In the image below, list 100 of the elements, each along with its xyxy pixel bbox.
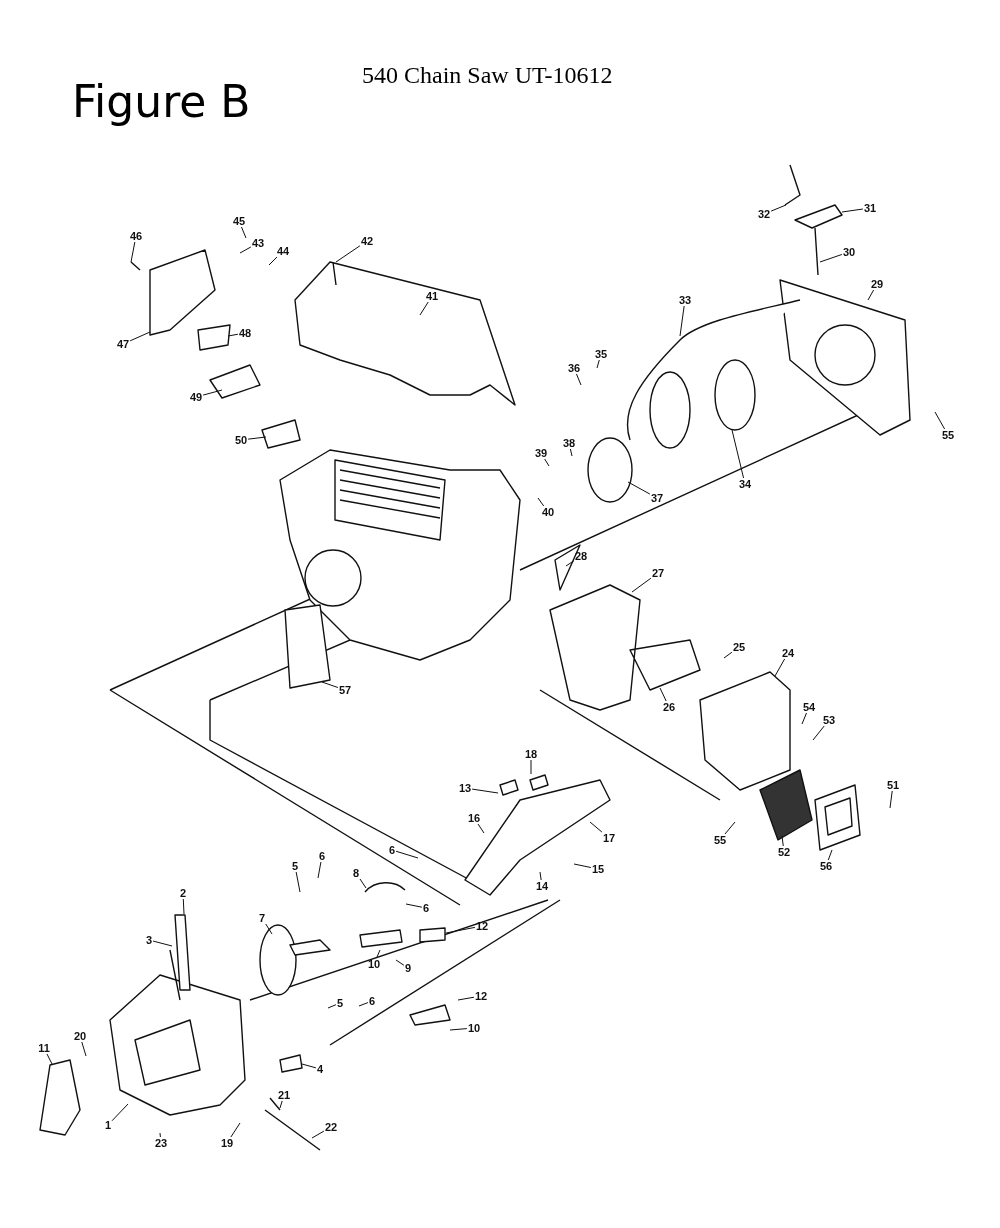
callout-number: 55 (712, 834, 728, 846)
leader-line (724, 821, 736, 835)
callout-number: 23 (153, 1137, 169, 1149)
leader-line (265, 923, 273, 935)
callout-number: 47 (115, 338, 131, 350)
leader-line (202, 389, 223, 396)
leader-line (111, 1103, 129, 1122)
leader-line (774, 658, 786, 677)
leader-line (867, 289, 875, 301)
callout-number: 11 (37, 1042, 51, 1054)
callout-number: 31 (862, 202, 878, 214)
callout-number: 52 (776, 846, 792, 858)
leader-line (449, 1028, 468, 1031)
callout-number: 37 (649, 492, 665, 504)
leader-line (405, 903, 423, 908)
callout-number: 29 (869, 278, 885, 290)
callout-number: 44 (275, 245, 291, 257)
leader-line (227, 333, 239, 337)
leader-line (544, 458, 550, 467)
callout-number: 38 (561, 437, 577, 449)
callout-number: 8 (351, 867, 361, 879)
drawing-title: 540 Chain Saw UT-10612 (362, 62, 613, 89)
leader-line (934, 411, 946, 430)
callout-number: 54 (801, 701, 817, 713)
callout-number: 57 (337, 684, 353, 696)
leader-line (812, 725, 825, 741)
callout-number: 27 (650, 567, 666, 579)
leader-line (335, 245, 361, 263)
callout-number: 50 (233, 434, 249, 446)
callout-number: 53 (821, 714, 837, 726)
callout-number: 16 (466, 812, 482, 824)
callout-number: 3 (144, 934, 154, 946)
callout-number: 5 (290, 860, 300, 872)
leader-line (827, 849, 833, 861)
callout-number: 40 (540, 506, 556, 518)
callout-number: 17 (601, 832, 617, 844)
leader-line (445, 926, 476, 934)
callout-number: 1 (103, 1119, 113, 1131)
callout-number: 34 (737, 478, 753, 490)
callout-number: 30 (841, 246, 857, 258)
leader-line (358, 1002, 369, 1007)
leader-line (723, 651, 733, 659)
leader-line (573, 863, 592, 868)
callout-number: 45 (231, 215, 247, 227)
leader-line (395, 959, 405, 966)
callout-number: 41 (424, 290, 440, 302)
callout-number: 24 (780, 647, 796, 659)
leader-line (457, 996, 475, 1001)
callout-number: 43 (250, 237, 266, 249)
callout-number: 5 (335, 997, 345, 1009)
leader-line (311, 1130, 325, 1139)
leader-line (801, 712, 808, 725)
callout-number: 19 (219, 1137, 235, 1149)
callout-number: 46 (128, 230, 144, 242)
leader-line (477, 823, 485, 834)
callout-number: 6 (421, 902, 431, 914)
leader-line (471, 788, 499, 794)
callout-number: 28 (573, 550, 589, 562)
callout-number: 36 (566, 362, 582, 374)
leader-line (240, 226, 247, 239)
leader-line (679, 305, 685, 337)
callout-number: 15 (590, 863, 606, 875)
leader-line (539, 871, 542, 881)
callout-number: 22 (323, 1121, 339, 1133)
leader-line (317, 861, 322, 879)
callout-number: 35 (593, 348, 609, 360)
leader-line (152, 940, 173, 947)
callout-number: 51 (885, 779, 901, 791)
callout-number: 2 (178, 887, 188, 899)
leader-line (230, 1122, 241, 1138)
leader-line (395, 850, 419, 859)
callout-number: 25 (731, 641, 747, 653)
leader-line (279, 1100, 283, 1109)
leader-line (530, 759, 532, 775)
leader-line (781, 835, 784, 847)
callout-number: 49 (188, 391, 204, 403)
callout-number: 6 (317, 850, 327, 862)
callout-number: 10 (366, 958, 382, 970)
leader-line (268, 256, 278, 266)
leader-line (295, 871, 301, 893)
leader-line (376, 949, 381, 959)
leader-line (359, 878, 367, 889)
leader-line (770, 204, 787, 212)
leader-line (247, 436, 267, 440)
callout-number: 39 (533, 447, 549, 459)
leader-line (631, 577, 652, 593)
leader-line (569, 448, 573, 457)
figure-title: Figure B (72, 76, 251, 127)
callout-number: 6 (387, 844, 397, 856)
leader-line (659, 687, 667, 702)
leader-line (589, 821, 603, 833)
callout-number: 14 (534, 880, 550, 892)
callout-number: 6 (367, 995, 377, 1007)
leader-line (565, 560, 575, 567)
callout-number: 42 (359, 235, 375, 247)
callout-number: 56 (818, 860, 834, 872)
leader-line (419, 301, 429, 316)
callout-number: 12 (473, 990, 489, 1002)
leader-line (731, 429, 745, 479)
leader-line (129, 331, 151, 342)
